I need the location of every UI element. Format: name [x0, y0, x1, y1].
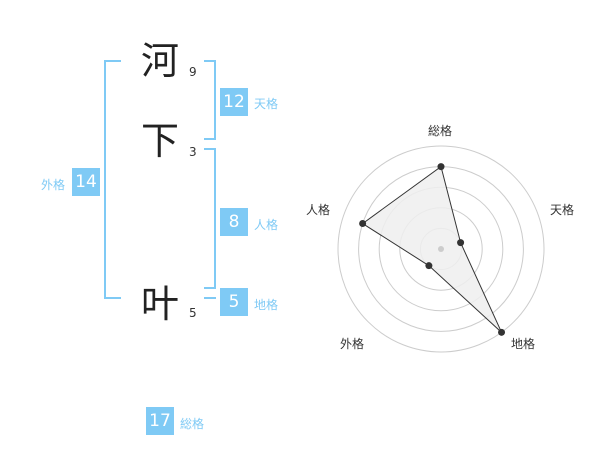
- jinkaku-label: 人格: [254, 218, 279, 232]
- radar-point-4: [359, 220, 367, 228]
- radar-axis-label-0: 総格: [428, 124, 453, 138]
- gaikaku-badge: 14: [72, 168, 100, 196]
- gaikaku-bracket: [104, 60, 121, 299]
- name-char-1: 河: [141, 39, 180, 83]
- radar-axis-label-3: 外格: [340, 337, 365, 351]
- stroke-count-3: 5: [189, 306, 197, 320]
- chikaku-label: 地格: [254, 298, 279, 312]
- gaikaku-label: 外格: [41, 178, 66, 192]
- radar-data-polygon: [361, 165, 502, 333]
- jinkaku-bracket: [204, 148, 216, 289]
- tenkaku-label: 天格: [254, 97, 279, 111]
- radar-point-2: [498, 328, 506, 336]
- radar-center-dot: [438, 246, 444, 252]
- tenkaku-badge: 12: [220, 88, 248, 116]
- chikaku-bracket: [204, 297, 216, 299]
- soukaku-label: 総格: [180, 417, 205, 431]
- tenkaku-bracket: [204, 60, 216, 140]
- chikaku-badge: 5: [220, 288, 248, 316]
- radar-axis-label-2: 地格: [511, 337, 536, 351]
- radar-point-3: [425, 262, 433, 270]
- name-char-2: 下: [141, 119, 180, 163]
- radar-axis-label-1: 天格: [550, 203, 575, 217]
- stroke-count-1: 9: [189, 65, 197, 79]
- radar-axis-label-4: 人格: [306, 203, 331, 217]
- name-char-3: 叶: [141, 282, 180, 326]
- stroke-count-2: 3: [189, 145, 197, 159]
- radar-point-0: [437, 163, 445, 171]
- radar-point-1: [457, 239, 465, 247]
- jinkaku-badge: 8: [220, 208, 248, 236]
- soukaku-badge: 17: [146, 407, 174, 435]
- radar-grid-circle: [337, 145, 545, 353]
